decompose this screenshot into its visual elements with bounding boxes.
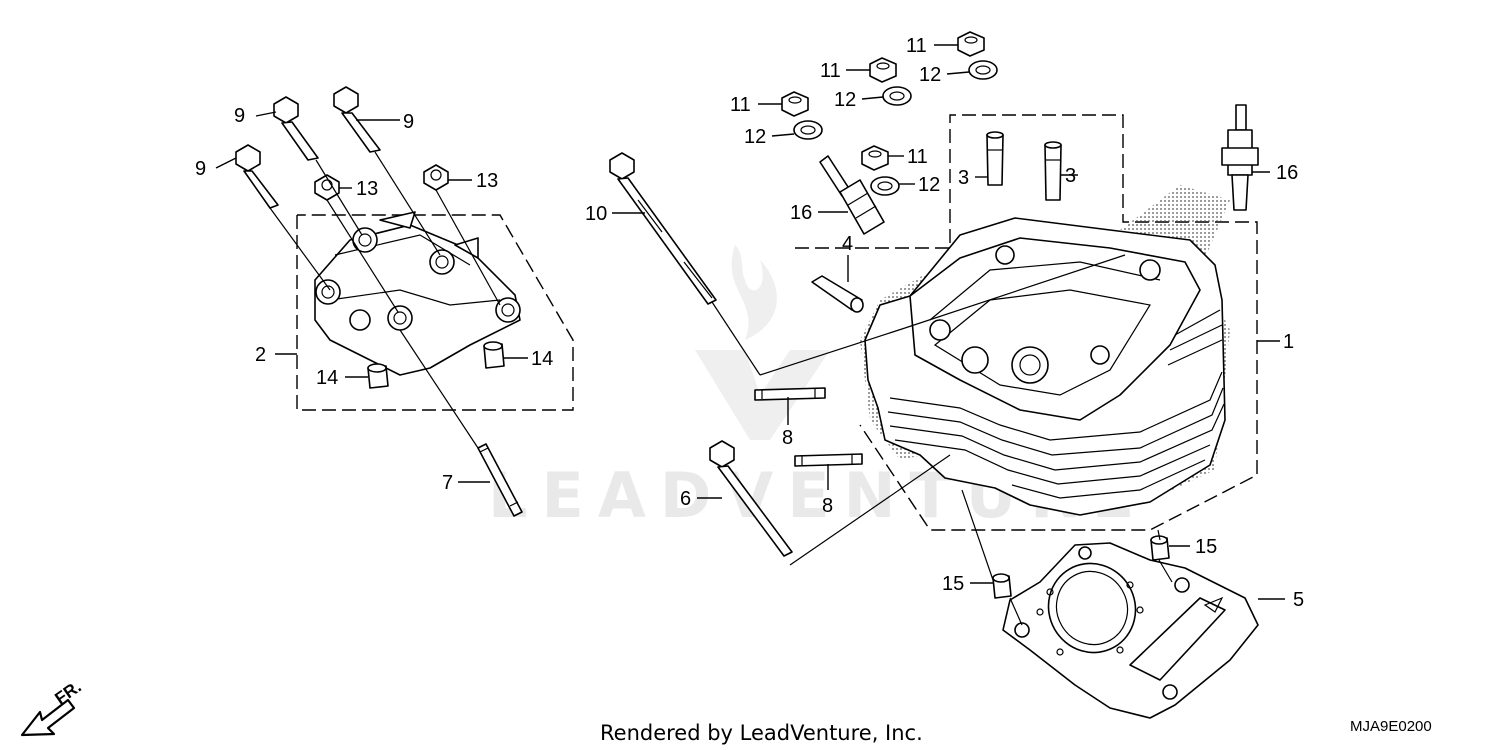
spark-plug-16-right — [1221, 104, 1259, 211]
dowel-15-left — [992, 573, 1012, 599]
callout-12-d: 12 — [918, 174, 940, 196]
callout-15-right: 15 — [1195, 536, 1217, 558]
callout-3-right: 3 — [1065, 165, 1076, 187]
callout-2: 2 — [255, 344, 266, 366]
callout-8-lower: 8 — [822, 495, 833, 517]
callout-labels: 1 2 3 3 4 5 6 7 8 8 9 9 9 10 11 11 11 11… — [195, 35, 1304, 611]
dowel-14-right — [483, 341, 505, 369]
callout-11-c: 11 — [730, 94, 751, 116]
stud-bolt-7 — [477, 443, 523, 517]
cylinder-head-group — [609, 31, 1285, 719]
callout-3-left: 3 — [958, 167, 969, 189]
head-frame — [795, 114, 1258, 531]
nut-13-left — [314, 174, 340, 201]
washer-12-b — [882, 86, 912, 106]
spark-plug-16-left — [819, 155, 885, 235]
valve-guide-3-right — [1044, 141, 1062, 201]
front-direction-indicator: FR. — [20, 677, 85, 737]
footer-credit: Rendered by LeadVenture, Inc. — [600, 721, 923, 745]
callout-16-left: 16 — [790, 202, 812, 224]
callout-1: 1 — [1283, 331, 1294, 353]
bolt-9-right — [333, 86, 381, 153]
nut-11-b — [869, 57, 897, 83]
callout-9-middle: 9 — [234, 105, 245, 127]
cylinder-head — [864, 217, 1226, 516]
callout-9-left: 9 — [195, 158, 206, 180]
callout-13-right: 13 — [476, 170, 498, 192]
bolt-10 — [609, 152, 717, 305]
group-frame — [296, 214, 574, 411]
callout-5: 5 — [1293, 589, 1304, 611]
callout-14-left: 14 — [316, 367, 338, 389]
washer-12-a — [968, 60, 998, 80]
callout-13-left: 13 — [356, 178, 378, 200]
callout-16-right: 16 — [1276, 162, 1298, 184]
callout-6: 6 — [680, 488, 691, 510]
cylinder-gasket — [1002, 542, 1259, 719]
nut-11-d — [861, 145, 889, 171]
rocker-arm-holder-group — [215, 86, 574, 517]
front-arrow-icon — [20, 698, 76, 737]
callout-11-b: 11 — [820, 60, 841, 82]
washer-12-d — [870, 176, 900, 196]
callout-15-left: 15 — [942, 573, 964, 595]
dowel-14-left — [367, 363, 389, 389]
dowel-4 — [811, 275, 864, 313]
callout-11-a: 11 — [906, 35, 927, 57]
bolt-6 — [709, 440, 793, 557]
callout-12-c: 12 — [744, 126, 766, 148]
callout-14-right: 14 — [531, 348, 553, 370]
bolt-9-left — [235, 144, 279, 209]
callout-9-right: 9 — [403, 111, 414, 133]
nut-11-a — [957, 31, 985, 57]
diagram-code: MJA9E0200 — [1350, 718, 1432, 735]
callout-7: 7 — [442, 472, 453, 494]
callout-8-upper: 8 — [782, 427, 793, 449]
washer-12-c — [793, 120, 823, 140]
callout-12-a: 12 — [919, 64, 941, 86]
callout-10: 10 — [585, 203, 607, 225]
bolt-9-middle — [273, 96, 319, 161]
stud-8-upper — [754, 387, 826, 401]
callout-12-b: 12 — [834, 89, 856, 111]
callout-4: 4 — [842, 233, 853, 255]
stud-8-lower — [794, 453, 863, 467]
nut-11-c — [781, 91, 809, 117]
callout-11-d: 11 — [907, 146, 928, 168]
dowel-15-right — [1150, 535, 1170, 561]
nut-13-right — [423, 164, 449, 191]
front-label: FR. — [51, 677, 84, 708]
valve-guide-3-left — [986, 131, 1004, 186]
